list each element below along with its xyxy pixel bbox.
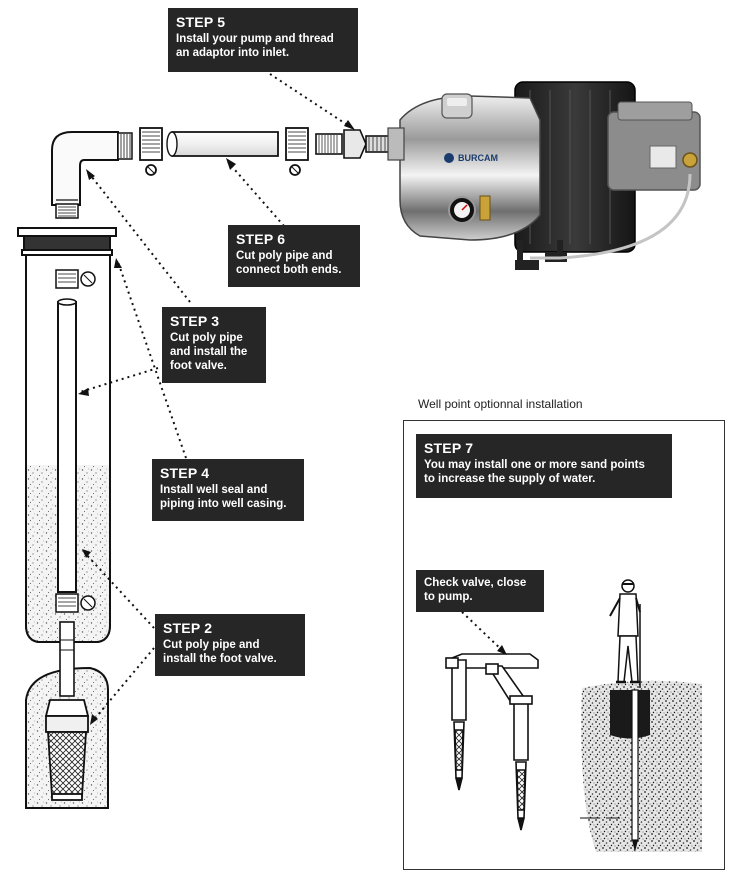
well-point-panel: [403, 420, 725, 870]
step5-label: STEP 5 Install your pump and thread an a…: [168, 8, 358, 72]
pump-brand: BURCAM: [458, 153, 498, 163]
foot-valve: [44, 699, 90, 801]
leader-lines: [79, 73, 505, 723]
step2-desc: Cut poly pipe and install the foot valve…: [163, 639, 277, 665]
adaptor: [315, 129, 391, 159]
poly-pipe-short: [166, 131, 279, 157]
step6-desc: Cut poly pipe and connect both ends.: [236, 250, 342, 276]
sand-point-piping: [445, 653, 539, 831]
step7-title: STEP 7: [424, 440, 474, 456]
leader-step2b: [91, 647, 155, 723]
step3-label: STEP 3 Cut poly pipe and install the foo…: [162, 307, 266, 383]
step7-label: STEP 7 You may install one or more sand …: [416, 434, 672, 498]
step6-label: STEP 6 Cut poly pipe and connect both en…: [228, 225, 360, 287]
step6-title: STEP 6: [236, 231, 286, 247]
pump: BURCAM: [387, 81, 701, 270]
step4-title: STEP 4: [160, 465, 210, 481]
step7-desc: You may install one or more sand points …: [424, 459, 645, 485]
step2-label: STEP 2 Cut poly pipe and install the foo…: [155, 614, 305, 676]
check-valve-label: Check valve, close to pump.: [416, 570, 544, 612]
check-valve-desc: Check valve, close to pump.: [424, 577, 527, 603]
leader-step6: [227, 161, 285, 227]
well-point-caption: Well point optionnal installation: [418, 397, 583, 411]
leader-check-valve: [461, 611, 505, 653]
step4-desc: Install well seal and piping into well c…: [160, 484, 287, 510]
soil-cutaway: [580, 680, 702, 852]
elbow-fitting: [51, 131, 133, 219]
step3-desc: Cut poly pipe and install the foot valve…: [170, 332, 248, 372]
clamp-bottom: [55, 593, 96, 613]
step2-title: STEP 2: [163, 620, 213, 636]
clamp-right: [285, 127, 309, 176]
leader-arrowheads: [78, 120, 507, 725]
step4-label: STEP 4 Install well seal and piping into…: [152, 459, 304, 521]
leader-step3b: [79, 367, 159, 393]
step5-title: STEP 5: [176, 14, 226, 30]
drop-pipe: [57, 298, 77, 593]
step3-title: STEP 3: [170, 313, 220, 329]
leader-step5: [269, 73, 353, 129]
clamp-left: [139, 127, 163, 176]
leader-step4: [117, 261, 187, 459]
step5-desc: Install your pump and thread an adaptor …: [176, 33, 334, 59]
clamp-top: [55, 269, 96, 289]
worker-figure: [609, 579, 641, 688]
well-seal: [17, 227, 117, 256]
